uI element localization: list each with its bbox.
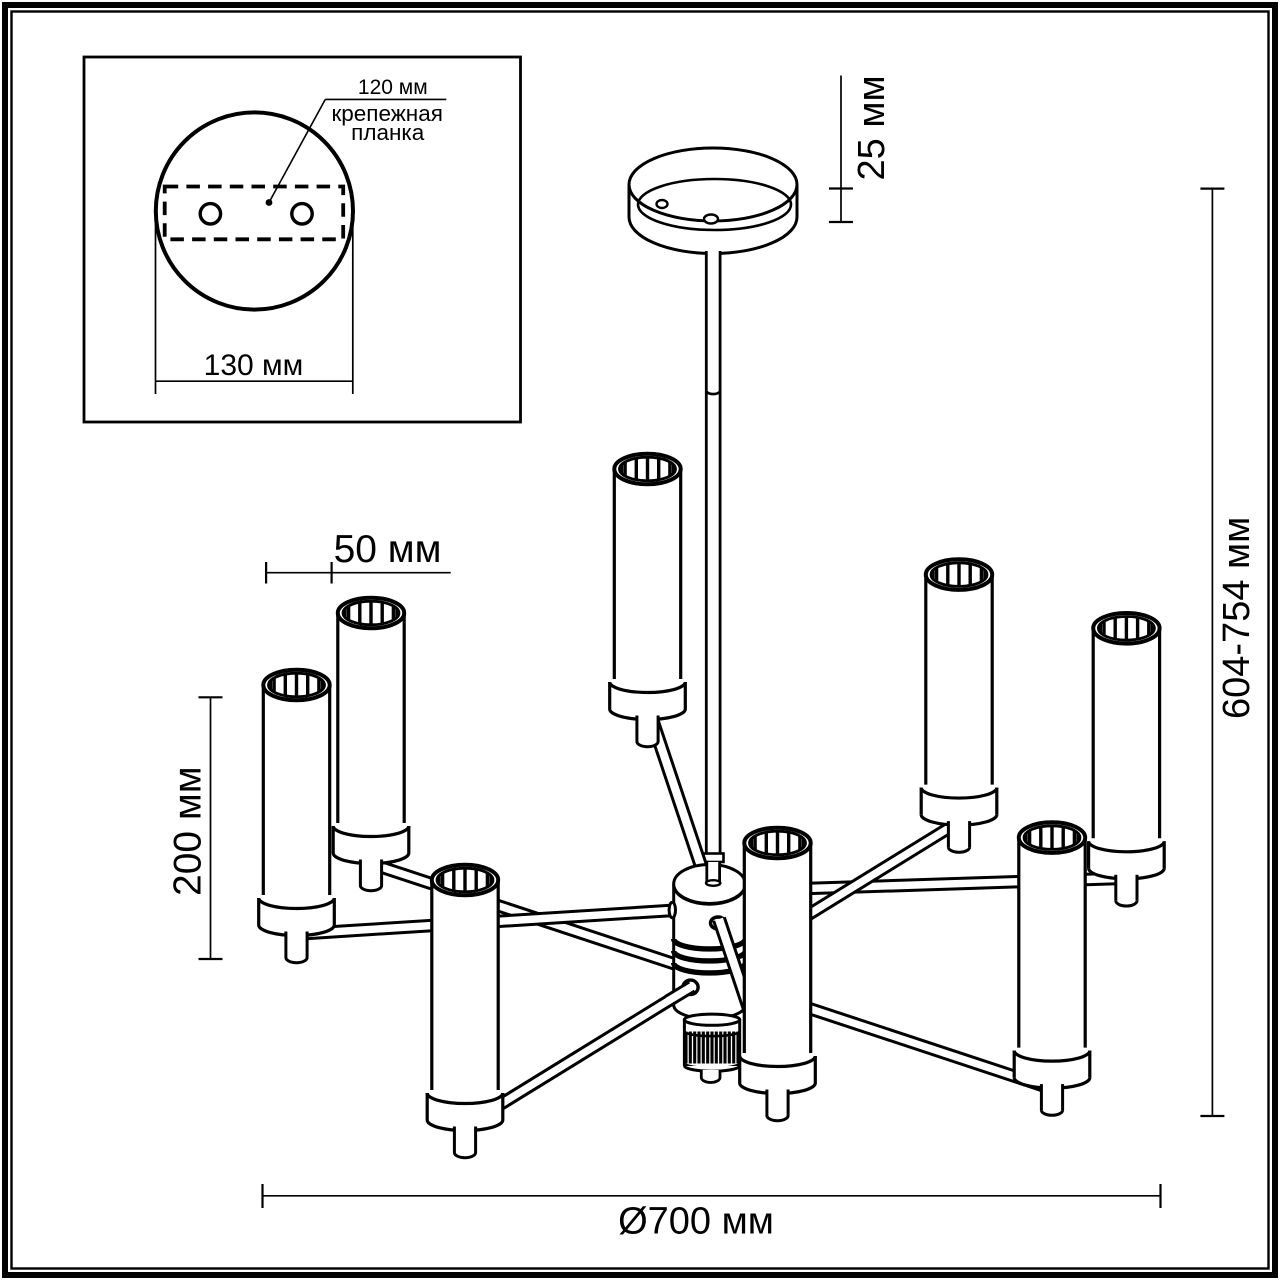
svg-text:130 мм: 130 мм xyxy=(204,349,304,382)
svg-text:Ø700 мм: Ø700 мм xyxy=(618,1201,774,1243)
svg-text:120 мм: 120 мм xyxy=(358,76,428,99)
svg-text:50 мм: 50 мм xyxy=(334,528,442,571)
svg-text:604-754 мм: 604-754 мм xyxy=(1216,517,1258,719)
svg-text:планка: планка xyxy=(351,120,425,145)
svg-text:крепежная: крепежная xyxy=(331,101,443,126)
svg-text:200 мм: 200 мм xyxy=(167,766,210,896)
svg-text:25 мм: 25 мм xyxy=(851,75,893,180)
